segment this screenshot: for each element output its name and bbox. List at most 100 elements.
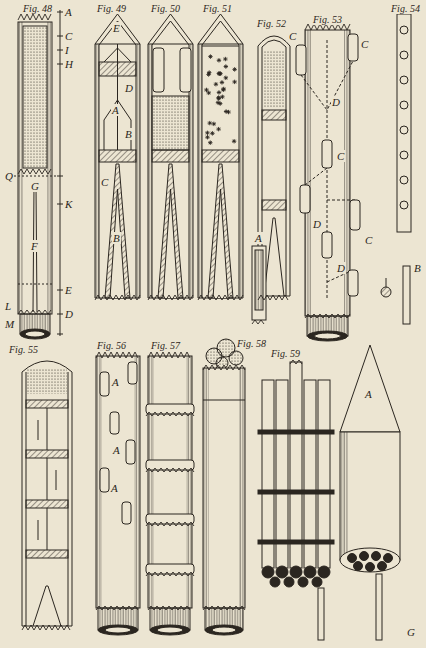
rocket-bundle	[258, 362, 334, 640]
part-letter: F	[30, 240, 39, 252]
rocket-case	[96, 356, 140, 635]
part-letter: D	[64, 308, 74, 320]
part-letter: A	[111, 376, 120, 388]
rocket-case	[22, 361, 72, 626]
rocket-case	[14, 10, 63, 339]
fringe	[203, 365, 245, 370]
figure-caption: Fig. 53	[312, 14, 343, 25]
fringe	[148, 606, 190, 610]
part-letter: A	[110, 482, 119, 494]
fringe	[18, 310, 51, 314]
part-letter: A	[112, 444, 121, 456]
part-letter: K	[64, 198, 73, 210]
part-letter: I	[64, 44, 70, 56]
figure-caption: Fig. 50	[150, 3, 181, 14]
figure-caption: Fig. 58	[236, 338, 267, 349]
part-letter: A	[111, 104, 120, 116]
fringe	[305, 314, 350, 318]
star	[221, 87, 225, 91]
star	[220, 80, 224, 84]
part-letter: A	[64, 6, 73, 18]
part-letter: C	[364, 234, 373, 246]
rocket-case	[148, 14, 193, 298]
part-letter: B	[413, 262, 422, 274]
fringe	[252, 320, 264, 324]
star	[221, 88, 225, 92]
part-letter: E	[112, 22, 121, 34]
star	[217, 58, 221, 62]
part-letter: D	[312, 218, 322, 230]
star	[214, 82, 218, 86]
star	[204, 88, 208, 92]
part-letter: L	[4, 300, 12, 312]
fringe	[18, 14, 51, 20]
signature-letter: G	[406, 626, 416, 638]
figure-caption: Fig. 52	[256, 18, 287, 29]
figure-caption: Fig. 49	[96, 3, 127, 14]
figure-caption: Fig. 59	[270, 348, 301, 359]
part-letter: D	[336, 262, 346, 274]
star	[224, 76, 228, 80]
star	[210, 131, 214, 135]
figure-caption: Fig. 55	[8, 344, 39, 355]
fringe	[18, 169, 51, 174]
star	[208, 140, 212, 144]
part-letter: C	[100, 176, 109, 188]
rocket-case	[146, 356, 194, 635]
star	[205, 131, 209, 135]
part-letter: M	[4, 318, 15, 330]
figure-caption: Fig. 56	[96, 340, 127, 351]
star	[208, 54, 212, 58]
part-letter: Q	[4, 170, 14, 182]
figure-caption: Fig. 51	[202, 3, 233, 14]
star	[217, 90, 221, 94]
part-letter: B	[112, 232, 121, 244]
fringe	[148, 295, 193, 300]
star	[207, 91, 211, 95]
star	[208, 121, 212, 125]
fringe	[96, 606, 138, 610]
rocket-interior	[99, 44, 239, 162]
fringe	[95, 295, 140, 300]
rocket-case	[296, 30, 360, 341]
star	[216, 127, 220, 131]
fringe	[146, 468, 194, 472]
fringe	[96, 352, 138, 358]
star	[223, 57, 227, 61]
part-letter: H	[64, 58, 74, 70]
fringe	[146, 522, 194, 526]
star	[232, 67, 236, 71]
rocket-head	[340, 345, 400, 640]
fringe	[290, 360, 302, 364]
star	[217, 71, 221, 75]
fringe	[22, 625, 70, 630]
part-letter: A	[364, 388, 373, 400]
part-letter: D	[331, 96, 341, 108]
rocket-case	[95, 14, 140, 298]
star	[224, 109, 228, 113]
part-letter: C	[336, 150, 345, 162]
fringe	[198, 295, 243, 300]
part-letter: C	[64, 30, 73, 42]
part-letter: C	[360, 38, 369, 50]
fringe	[148, 352, 190, 358]
figure-caption: Fig. 48	[22, 3, 53, 14]
star	[205, 135, 209, 139]
fringe	[146, 572, 194, 576]
rocket-case	[198, 14, 243, 298]
star	[232, 80, 236, 84]
rocket-case	[203, 339, 245, 635]
part-letter: C	[288, 30, 297, 42]
star	[207, 70, 211, 74]
fringe	[203, 606, 245, 610]
figure-caption: Fig. 54	[390, 3, 421, 14]
star	[224, 64, 228, 68]
part-letter: E	[64, 284, 73, 296]
star	[232, 139, 236, 143]
star	[217, 72, 221, 76]
star	[220, 95, 224, 99]
part-letter: D	[124, 82, 134, 94]
fringe	[146, 412, 194, 416]
rocket-case	[252, 36, 290, 320]
